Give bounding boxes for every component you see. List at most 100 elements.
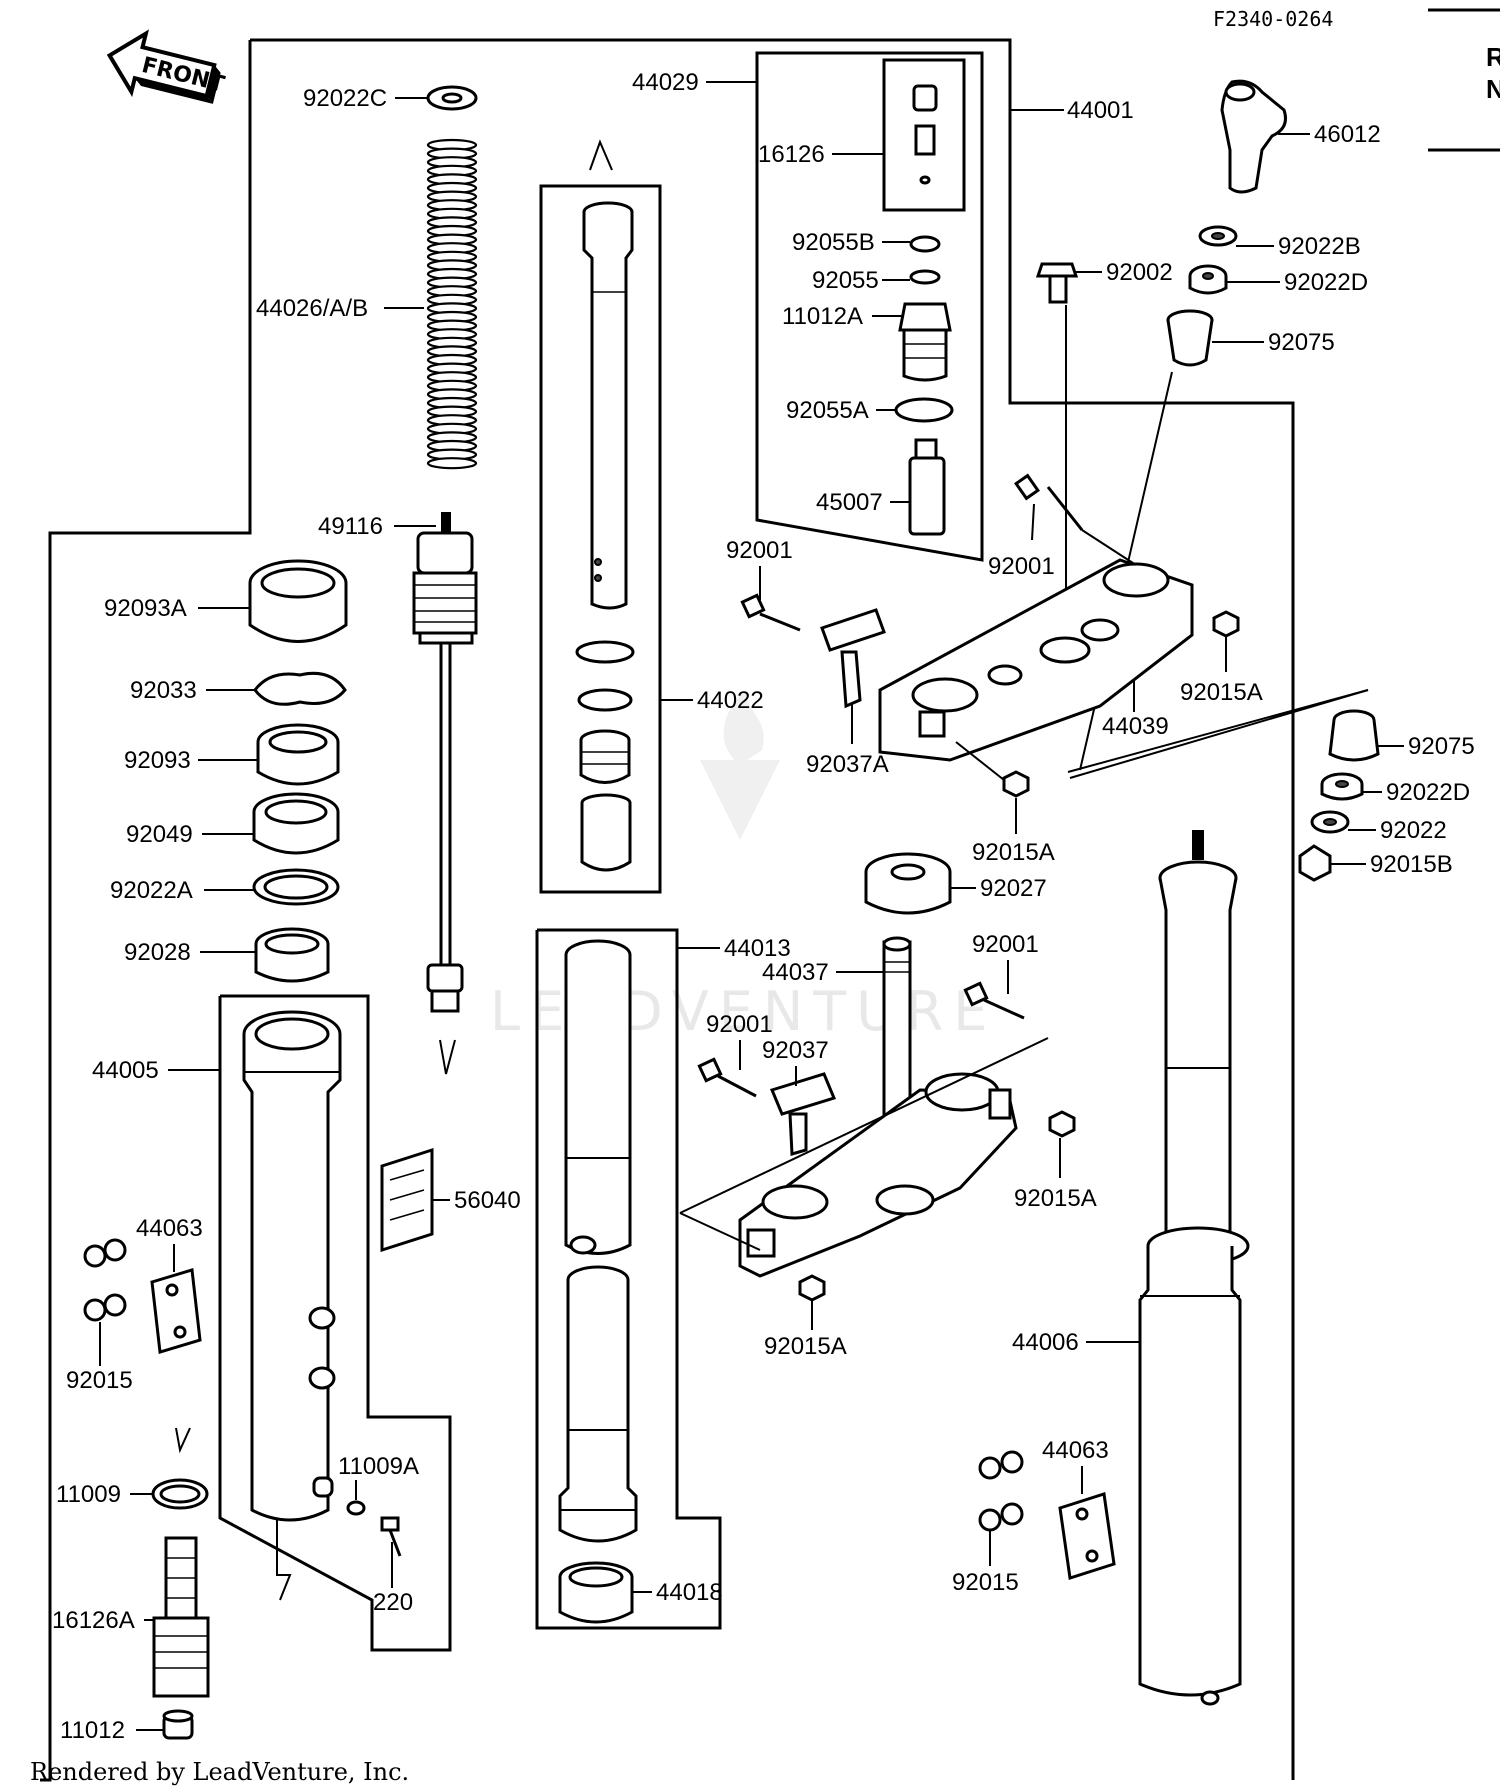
upper-triple-clamp-44039	[878, 558, 1194, 762]
bolt-92001-left	[740, 593, 801, 632]
label-44037: 44037	[762, 959, 829, 986]
label-92015B: 92015B	[1370, 851, 1453, 878]
label-11012A: 11012A	[782, 303, 863, 330]
rubber-92075-top	[1166, 309, 1214, 367]
bolt-92001-upper	[1046, 486, 1084, 531]
box-16126	[882, 58, 966, 212]
label-16126A: 16126A	[52, 1607, 135, 1634]
bushing-92028	[254, 927, 330, 983]
fork-assembly-outline	[40, 40, 252, 1782]
cap-11012	[162, 1709, 194, 1740]
label-92015A-b: 92015A	[972, 839, 1055, 866]
bolt-92002	[1035, 262, 1079, 304]
label-92049: 92049	[126, 821, 193, 848]
label-92093: 92093	[124, 747, 191, 774]
leader-92015A-upper-left	[955, 741, 1005, 781]
nuts-92015-left	[83, 1238, 127, 1322]
label-92093A: 92093A	[104, 595, 187, 622]
label-92075-right: 92075	[1408, 733, 1475, 760]
circlip-92033	[253, 671, 347, 706]
nut-92015A-lower-left	[798, 1274, 826, 1302]
bracket-44063-right	[1058, 1492, 1116, 1580]
leader-lower-clamp-b	[679, 1212, 761, 1251]
label-92033: 92033	[130, 677, 197, 704]
washer-92022B-top	[1198, 225, 1238, 247]
nut-92015A-upper-right	[1212, 610, 1240, 638]
bolt-220	[380, 1516, 402, 1557]
label-92028: 92028	[124, 939, 191, 966]
label-44026: 44026/A/B	[256, 295, 368, 322]
box-44022	[539, 184, 662, 894]
label-92015-right: 92015	[952, 1569, 1019, 1596]
corner-glyph-n: N	[1486, 74, 1500, 104]
cap-bolt-11012A	[898, 302, 952, 382]
fork-leg-44006	[1138, 830, 1250, 1706]
oring-92055A	[894, 397, 954, 423]
label-44063-right: 44063	[1042, 1437, 1109, 1464]
box-44005	[218, 994, 452, 1652]
break-mark-tube	[276, 1520, 292, 1601]
break-mark-11009	[175, 1427, 191, 1454]
label-92001-c: 92001	[972, 931, 1039, 958]
label-92022A: 92022A	[110, 877, 193, 904]
bracket-92037A	[820, 608, 886, 709]
cap-16126	[912, 84, 938, 185]
washer-11009	[151, 1478, 209, 1510]
label-92015-left: 92015	[66, 1367, 133, 1394]
piston-rings-44022	[575, 640, 635, 872]
label-92022C: 92022C	[303, 85, 387, 112]
washer-92022-right	[1310, 810, 1350, 834]
oil-seal-92093A	[248, 559, 348, 643]
label-92022: 92022	[1380, 817, 1447, 844]
leader-lower-clamp-a	[679, 1037, 1049, 1214]
label-92015A-a: 92015A	[1180, 679, 1263, 706]
label-92075-top: 92075	[1268, 329, 1335, 356]
cap-92027	[864, 852, 952, 915]
washer-92022C-hole	[441, 92, 463, 104]
label-44006: 44006	[1012, 1329, 1079, 1356]
label-11012: 11012	[60, 1717, 125, 1744]
leader-92001-b	[1031, 503, 1035, 541]
leader-92001-upper	[1081, 529, 1137, 566]
corner-glyph-r: R	[1486, 42, 1500, 72]
label-11009: 11009	[56, 1481, 121, 1508]
leader-right-stack-a	[1069, 689, 1369, 779]
caution-label-56040	[380, 1147, 434, 1253]
oring-92055B	[909, 235, 941, 253]
steering-stem-44037	[882, 936, 912, 1124]
label-44022: 44022	[697, 687, 764, 714]
label-44029: 44029	[632, 69, 699, 96]
bolt-92001-lower-right	[963, 981, 1025, 1020]
nuts-92015-right	[978, 1450, 1024, 1532]
oring-92055	[909, 269, 941, 285]
inner-tube-cartridge-44022	[582, 201, 634, 610]
label-92037: 92037	[762, 1037, 829, 1064]
label-92001-d: 92001	[706, 1011, 773, 1038]
nut-92015A-upper-left	[1002, 770, 1030, 798]
bolt-92001-lower-left	[697, 1057, 757, 1098]
label-92037A: 92037A	[806, 751, 889, 778]
label-44001: 44001	[1067, 97, 1134, 124]
damper-rod-49116	[412, 512, 478, 1013]
label-56040: 56040	[454, 1187, 521, 1214]
nut-92015B	[1298, 844, 1332, 882]
washer-92022D-right	[1320, 772, 1364, 801]
rubber-92075-right	[1328, 709, 1380, 762]
label-92055A: 92055A	[786, 397, 869, 424]
washer-92022D-top	[1188, 264, 1228, 295]
seal-92093	[256, 723, 340, 786]
valve-16126A	[152, 1536, 210, 1698]
label-220: 220	[373, 1589, 413, 1616]
label-46012: 46012	[1314, 121, 1381, 148]
lower-triple-clamp	[738, 1072, 1018, 1278]
spring-coil	[426, 457, 478, 470]
label-92027: 92027	[980, 875, 1047, 902]
label-11009A: 11009A	[338, 1453, 419, 1480]
washer-92022A	[252, 868, 340, 906]
label-92015A-d: 92015A	[764, 1333, 847, 1360]
nut-92015A-lower-right	[1048, 1110, 1076, 1138]
bracket-92037	[769, 1072, 837, 1156]
fork-assembly-outline-top	[250, 38, 1295, 1780]
label-92055B: 92055B	[792, 229, 875, 256]
